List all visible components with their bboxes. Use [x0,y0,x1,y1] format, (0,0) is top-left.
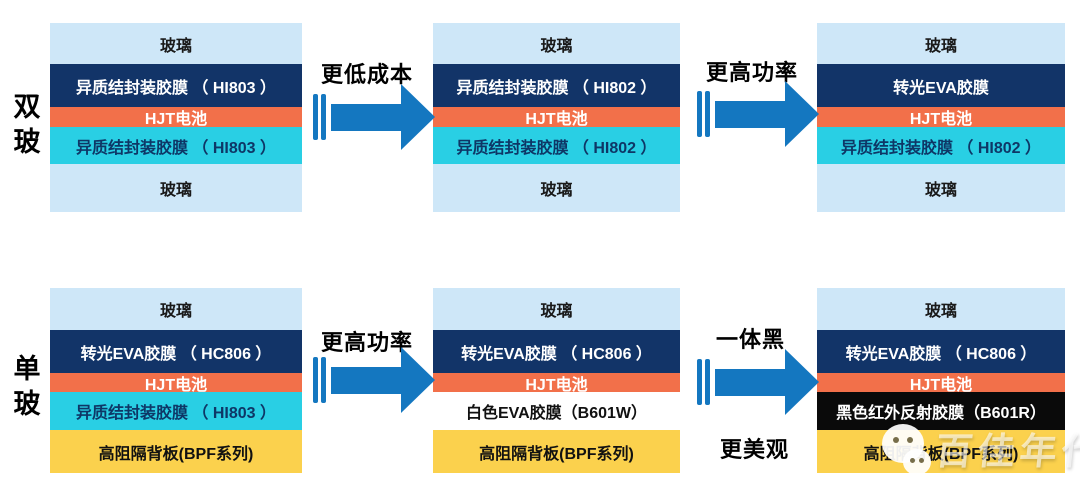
layer-glass: 玻璃 [433,288,680,330]
layer-glass: 玻璃 [50,288,302,330]
module-stack: 玻璃 转光EVA胶膜 （ HC806 ） HJT电池 异质结封装胶膜 （ HI8… [50,288,302,473]
layer-backsheet: 高阻隔背板(BPF系列) [50,430,302,473]
transition-label-more-beautiful: 更美观 [720,437,790,462]
layer-hjt-cell: HJT电池 [433,373,680,394]
layer-eva-film: 转光EVA胶膜 （ HC806 ） [50,330,302,373]
module-stack: 玻璃 转光EVA胶膜 （ HC806 ） HJT电池 白色EVA胶膜（B601W… [433,288,680,473]
layer-encapsulant-film: 异质结封装胶膜 （ HI802 ） [433,127,680,164]
layer-white-eva-film: 白色EVA胶膜（B601W） [433,392,680,430]
row-label-double-glass: 双玻 [13,92,41,158]
layer-glass: 玻璃 [817,164,1065,212]
module-stack: 玻璃 异质结封装胶膜 （ HI802 ） HJT电池 异质结封装胶膜 （ HI8… [433,23,680,212]
transition-label-higher-power: 更高功率 [706,60,799,85]
layer-encapsulant-film: 异质结封装胶膜 （ HI803 ） [50,64,302,107]
layer-glass: 玻璃 [50,23,302,64]
transition-label-all-black: 一体黑 [716,327,786,352]
layer-encapsulant-film: 异质结封装胶膜 （ HI803 ） [50,127,302,164]
layer-hjt-cell: HJT电池 [817,107,1065,128]
right-arrow-icon [697,349,819,415]
wechat-logo-icon [876,418,936,478]
layer-backsheet: 高阻隔背板(BPF系列) [433,430,680,473]
module-stack: 玻璃 异质结封装胶膜 （ HI803 ） HJT电池 异质结封装胶膜 （ HI8… [50,23,302,212]
module-stack: 玻璃 转光EVA胶膜 （ HC806 ） HJT电池 黑色红外反射胶膜（B601… [817,288,1065,473]
layer-eva-film: 转光EVA胶膜 （ HC806 ） [817,330,1065,373]
layer-hjt-cell: HJT电池 [817,373,1065,394]
right-arrow-icon [313,347,435,413]
layer-glass: 玻璃 [433,23,680,64]
module-stack: 玻璃 转光EVA胶膜 HJT电池 异质结封装胶膜 （ HI802 ） 玻璃 [817,23,1065,212]
layer-eva-film: 转光EVA胶膜 [817,64,1065,107]
layer-glass: 玻璃 [817,288,1065,330]
row-label-single-glass: 单玻 [13,354,41,420]
layer-glass: 玻璃 [433,164,680,212]
layer-glass: 玻璃 [817,23,1065,64]
watermark: 百佳年代 [876,418,1080,478]
layer-hjt-cell: HJT电池 [50,107,302,128]
layer-encapsulant-film: 异质结封装胶膜 （ HI802 ） [433,64,680,107]
layer-glass: 玻璃 [50,164,302,212]
layer-black-ir-film: 黑色红外反射胶膜（B601R） [817,392,1065,430]
layer-hjt-cell: HJT电池 [433,107,680,128]
right-arrow-icon [313,84,435,150]
layer-eva-film: 转光EVA胶膜 （ HC806 ） [433,330,680,373]
layer-encapsulant-film: 异质结封装胶膜 （ HI802 ） [817,127,1065,164]
watermark-brand-text: 百佳年代 [933,431,1080,472]
layer-hjt-cell: HJT电池 [50,373,302,394]
layer-encapsulant-film: 异质结封装胶膜 （ HI803 ） [50,392,302,430]
transition-label-lower-cost: 更低成本 [321,62,414,87]
right-arrow-icon [697,81,819,147]
transition-label-higher-power: 更高功率 [321,330,414,355]
